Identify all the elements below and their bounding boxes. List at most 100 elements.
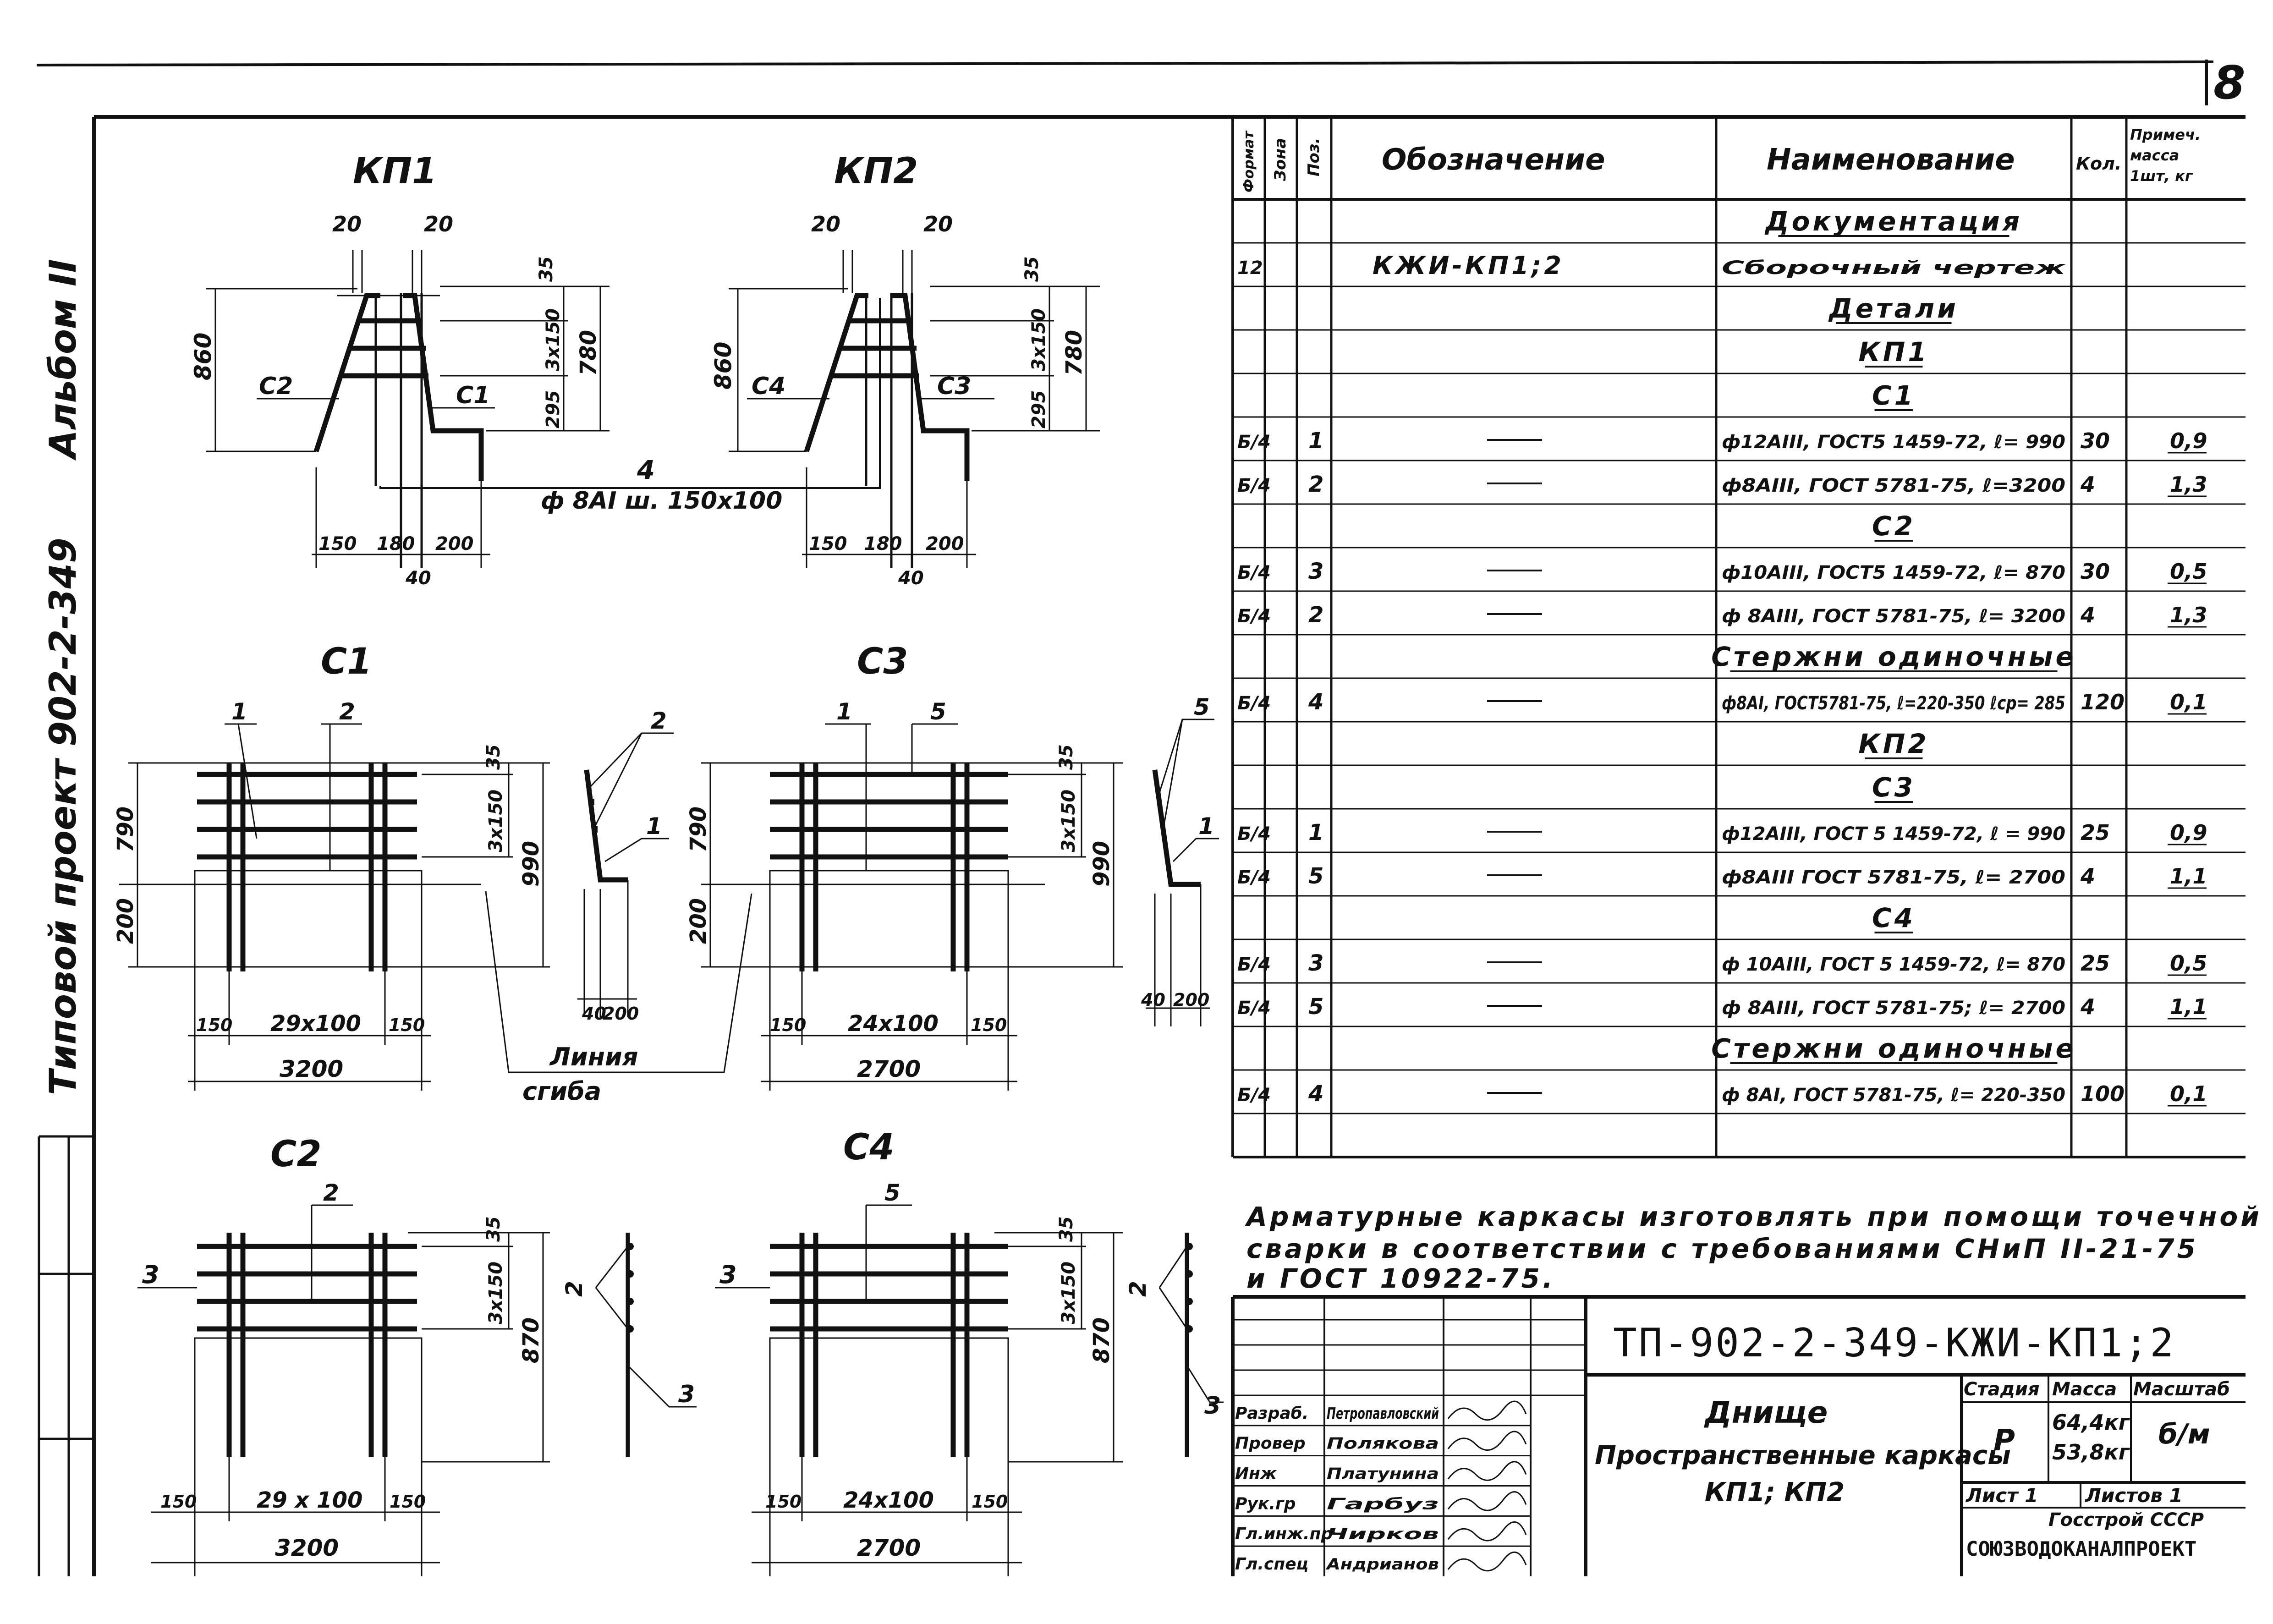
svg-text:2: 2 (1125, 1281, 1151, 1297)
svg-text:С2: С2 (259, 373, 293, 400)
svg-text:2: 2 (561, 1281, 587, 1297)
row-qty: 25 (2081, 951, 2110, 976)
row-format: Б/4 (1237, 954, 1271, 975)
general-note: Арматурные каркасы изготовлять при помощ… (1245, 1201, 2259, 1294)
title-block-role: Рук.гр (1235, 1494, 1296, 1513)
svg-text:1: 1 (231, 698, 247, 725)
row-name: ф8АI, ГОСТ5781-75, ℓ=220-350 ℓср= 285 (1722, 693, 2065, 714)
album-label: Альбом II (42, 259, 84, 461)
object-name: Днище (1704, 1395, 1828, 1430)
svg-text:С4: С4 (752, 373, 785, 400)
c4-side-view: 2 3 (1125, 1233, 1224, 1457)
svg-text:29 х 100: 29 х 100 (257, 1487, 362, 1513)
row-heading: С1 (1872, 380, 1916, 411)
row-format: Б/4 (1237, 998, 1271, 1019)
svg-text:29х100: 29х100 (270, 1011, 361, 1037)
svg-text:Р: Р (1993, 1424, 2015, 1458)
svg-text:40: 40 (582, 1004, 606, 1024)
svg-text:сгиба: сгиба (522, 1077, 601, 1106)
title-block-person: Платунина (1327, 1465, 1439, 1483)
svg-text:С1: С1 (456, 382, 490, 409)
svg-text:2700: 2700 (857, 1056, 921, 1082)
svg-text:ф 8АI ш. 150х100: ф 8АI ш. 150х100 (541, 487, 782, 515)
title-block-role: Разраб. (1235, 1404, 1308, 1423)
svg-text:3: 3 (719, 1260, 737, 1289)
row-format: Б/4 (1237, 1085, 1271, 1106)
row-format: Б/4 (1237, 475, 1271, 496)
svg-text:64,4кг: 64,4кг (2052, 1410, 2130, 1435)
svg-text:Масштаб: Масштаб (2133, 1379, 2230, 1400)
svg-text:Листов 1: Листов 1 (2084, 1484, 2183, 1507)
row-format: Б/4 (1237, 432, 1271, 453)
row-qty: 4 (2080, 864, 2095, 889)
svg-text:780: 780 (576, 330, 601, 376)
svg-text:790: 790 (686, 807, 711, 852)
svg-text:150: 150 (770, 1015, 806, 1035)
svg-text:200: 200 (926, 533, 964, 554)
row-mass: 0,9 (2170, 820, 2207, 845)
signature (1447, 1400, 1527, 1421)
title-block-person: Андрианов (1325, 1555, 1439, 1574)
svg-text:990: 990 (518, 841, 544, 887)
c1-side-view: 40 200 2 1 (577, 708, 674, 1024)
svg-text:20: 20 (923, 212, 953, 236)
signature (1447, 1491, 1527, 1511)
row-format: Б/4 (1237, 562, 1271, 583)
project-label: Типовой проект 902-2-349 (42, 538, 84, 1095)
kp2-title: КП2 (834, 151, 918, 192)
row-name: ф 8АI, ГОСТ 5781-75, ℓ= 220-350 (1722, 1085, 2065, 1106)
header-pos: Поз. (1305, 138, 1323, 177)
title-block-role: Провер (1235, 1434, 1306, 1453)
svg-text:3х150: 3х150 (485, 790, 506, 852)
row-pos: 5 (1308, 863, 1323, 889)
svg-text:СОЮЗВОДОКАНАЛПРОЕКТ: СОЮЗВОДОКАНАЛПРОЕКТ (1966, 1537, 2196, 1561)
svg-text:40: 40 (898, 568, 924, 589)
svg-text:200: 200 (603, 1004, 639, 1024)
svg-text:150: 150 (196, 1015, 232, 1035)
svg-text:20: 20 (811, 212, 840, 236)
row-pos: 2 (1308, 602, 1323, 628)
title-block-person: Полякова (1327, 1435, 1439, 1453)
row-pos: 5 (1308, 994, 1323, 1020)
title-block-role: Гл.инж.пр (1235, 1525, 1333, 1543)
header-zone: Зона (1271, 138, 1290, 181)
row-name: ф12АIII, ГОСТ 5 1459-72, ℓ = 990 (1722, 823, 2065, 845)
svg-text:24х100: 24х100 (848, 1011, 939, 1037)
svg-text:С3: С3 (857, 641, 908, 682)
row-heading: КП1 (1858, 336, 1929, 368)
svg-text:200: 200 (435, 533, 474, 554)
row-name: Сборочный чертеж (1722, 258, 2066, 279)
svg-text:150: 150 (389, 1015, 425, 1035)
kp1-title: КП1 (353, 151, 437, 192)
row-heading: С3 (1872, 772, 1916, 803)
row-mass: 1,1 (2170, 994, 2207, 1019)
svg-text:295: 295 (1028, 390, 1049, 429)
svg-text:5: 5 (1194, 694, 1210, 720)
row-name: ф8АIII ГОСТ 5781-75, ℓ= 2700 (1722, 867, 2065, 888)
svg-text:5: 5 (930, 698, 946, 725)
svg-text:35: 35 (483, 744, 504, 770)
row-pos: 1 (1308, 820, 1323, 845)
svg-text:Линия: Линия (549, 1042, 638, 1071)
svg-text:860: 860 (190, 333, 216, 380)
svg-text:780: 780 (1061, 330, 1087, 376)
svg-text:5: 5 (884, 1180, 900, 1206)
page-number: 8 (2213, 56, 2246, 110)
svg-text:990: 990 (1089, 841, 1115, 887)
c1-drawing: С1 790 200 35 3х150 990 1 2 150 29х100 (113, 641, 550, 1091)
kp1-drawing: КП1 20 20 860 35 3х150 295 780 (190, 151, 609, 589)
svg-text:3: 3 (678, 1381, 695, 1408)
svg-text:3х150: 3х150 (1028, 308, 1049, 371)
row-heading: КП2 (1858, 728, 1929, 759)
svg-text:150: 150 (809, 533, 847, 554)
svg-text:180: 180 (864, 533, 902, 554)
row-qty: 30 (2081, 559, 2110, 584)
row-heading: Документация (1764, 206, 2022, 237)
drawing-code: ТП-902-2-349-КЖИ-КП1;2 (1613, 1320, 2175, 1366)
signature (1447, 1551, 1527, 1572)
svg-text:3х150: 3х150 (543, 308, 564, 371)
row-mass: 1,3 (2170, 603, 2207, 627)
svg-text:35: 35 (1021, 256, 1043, 282)
